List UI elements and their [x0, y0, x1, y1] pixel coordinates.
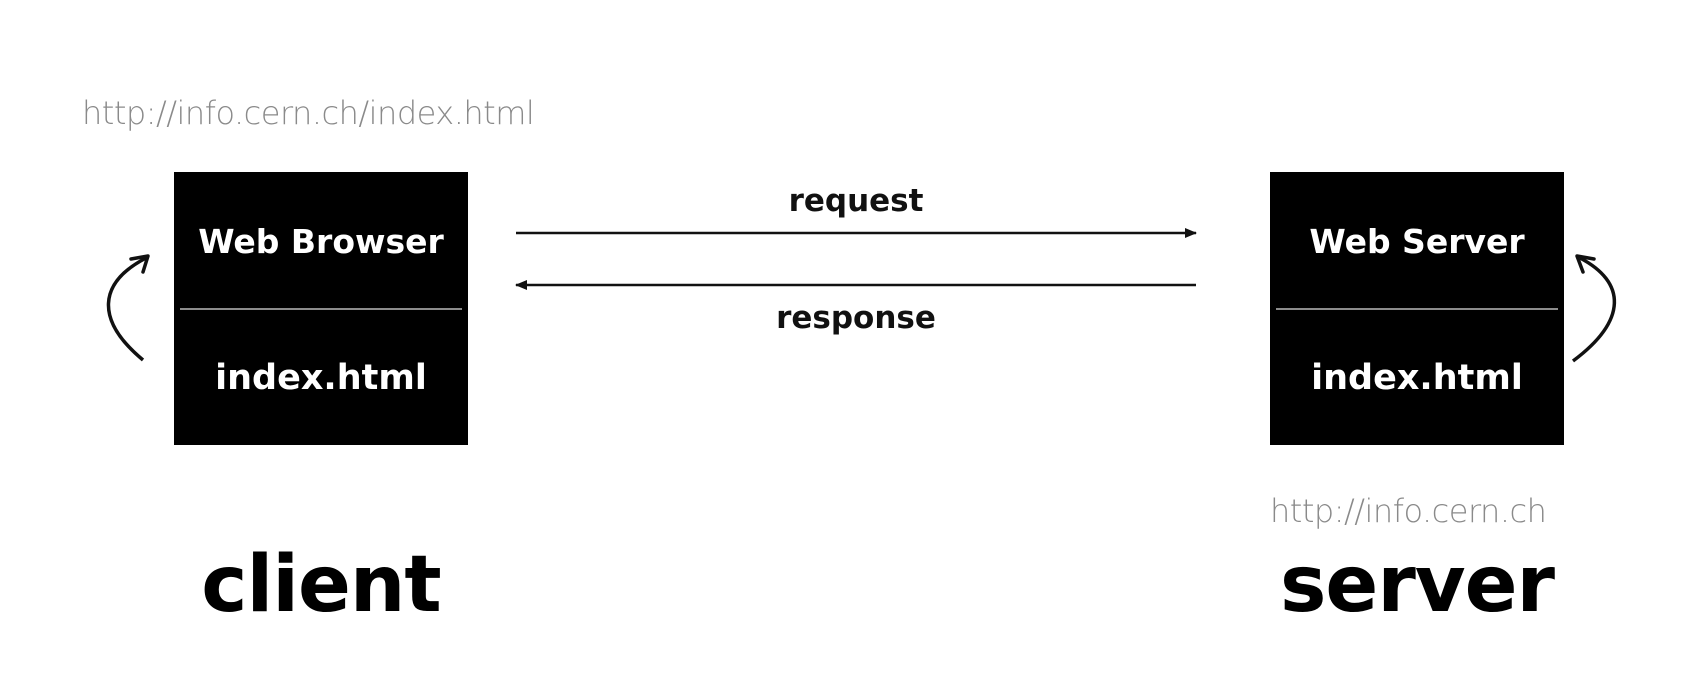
web-browser-box: Web Browser index.html — [174, 172, 468, 445]
client-refresh-arrowhead — [129, 254, 150, 274]
request-label: request — [788, 183, 924, 219]
server-url-label: http://info.cern.ch — [1270, 492, 1547, 530]
client-refresh-arrow — [106, 256, 147, 362]
web-server-label: Web Server — [1309, 222, 1525, 261]
web-browser-divider — [180, 308, 462, 310]
server-refresh-arrow — [1571, 256, 1617, 363]
web-server-divider — [1276, 308, 1558, 310]
server-file-label: index.html — [1311, 358, 1523, 398]
client-role-label: client — [201, 540, 441, 630]
server-role-label: server — [1279, 540, 1555, 630]
client-url-label: http://info.cern.ch/index.html — [82, 94, 535, 132]
server-refresh-arrowhead — [1575, 254, 1596, 274]
client-file-label: index.html — [215, 358, 427, 398]
web-server-box: Web Server index.html — [1270, 172, 1564, 445]
web-browser-label: Web Browser — [198, 222, 444, 261]
response-label: response — [776, 300, 936, 336]
